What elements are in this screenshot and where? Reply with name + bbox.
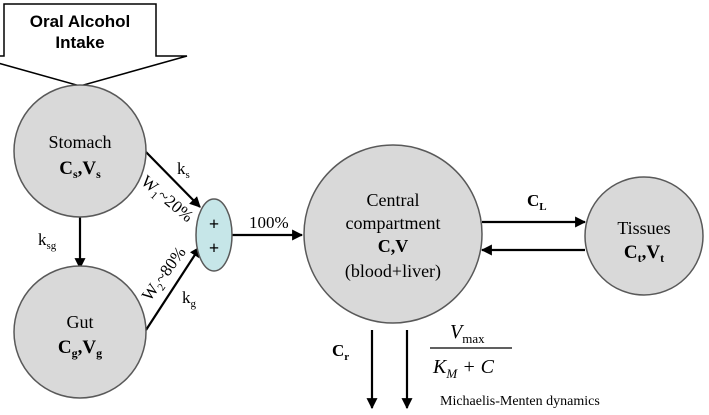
cr-label: Cr (332, 341, 349, 363)
mm-denominator: KM + C (432, 356, 495, 381)
ksg-label: ksg (38, 230, 57, 252)
tissues-variables: Ct,Vt (624, 242, 664, 265)
mm-caption: Michaelis-Menten dynamics (440, 394, 600, 409)
tissues-node (584, 176, 704, 296)
cl-label: CL (527, 191, 547, 213)
kg-label: kg (182, 288, 197, 310)
central-variables: C,V (378, 236, 409, 256)
stomach-label: Stomach (49, 132, 112, 152)
mixer-plus-top: + (209, 214, 219, 234)
mixer-plus-bottom: + (209, 238, 219, 258)
gut-label: Gut (67, 312, 94, 332)
tissues-label: Tissues (617, 218, 670, 238)
ks-label: ks (177, 159, 190, 181)
central-label-line1: Central (367, 190, 420, 210)
intake-label-line1: Oral Alcohol (30, 12, 130, 31)
gut-to-mixer-line (145, 246, 201, 331)
stomach-variables: Cs,Vs (59, 158, 101, 181)
central-label-line4: (blood+liver) (345, 261, 441, 282)
central-compartment-node (303, 144, 483, 324)
intake-label-line2: Intake (55, 33, 104, 52)
intake-block-arrow (0, 3, 188, 87)
mm-numerator: Vmax (450, 321, 485, 346)
gut-node (13, 265, 147, 399)
mixing-node (195, 198, 233, 272)
central-label-line2: compartment (346, 213, 441, 233)
stomach-node (13, 84, 147, 218)
to-central-percent-label: 100% (249, 213, 289, 232)
gut-variables: Cg,Vg (58, 337, 102, 360)
stomach-to-mixer-line (145, 151, 201, 208)
